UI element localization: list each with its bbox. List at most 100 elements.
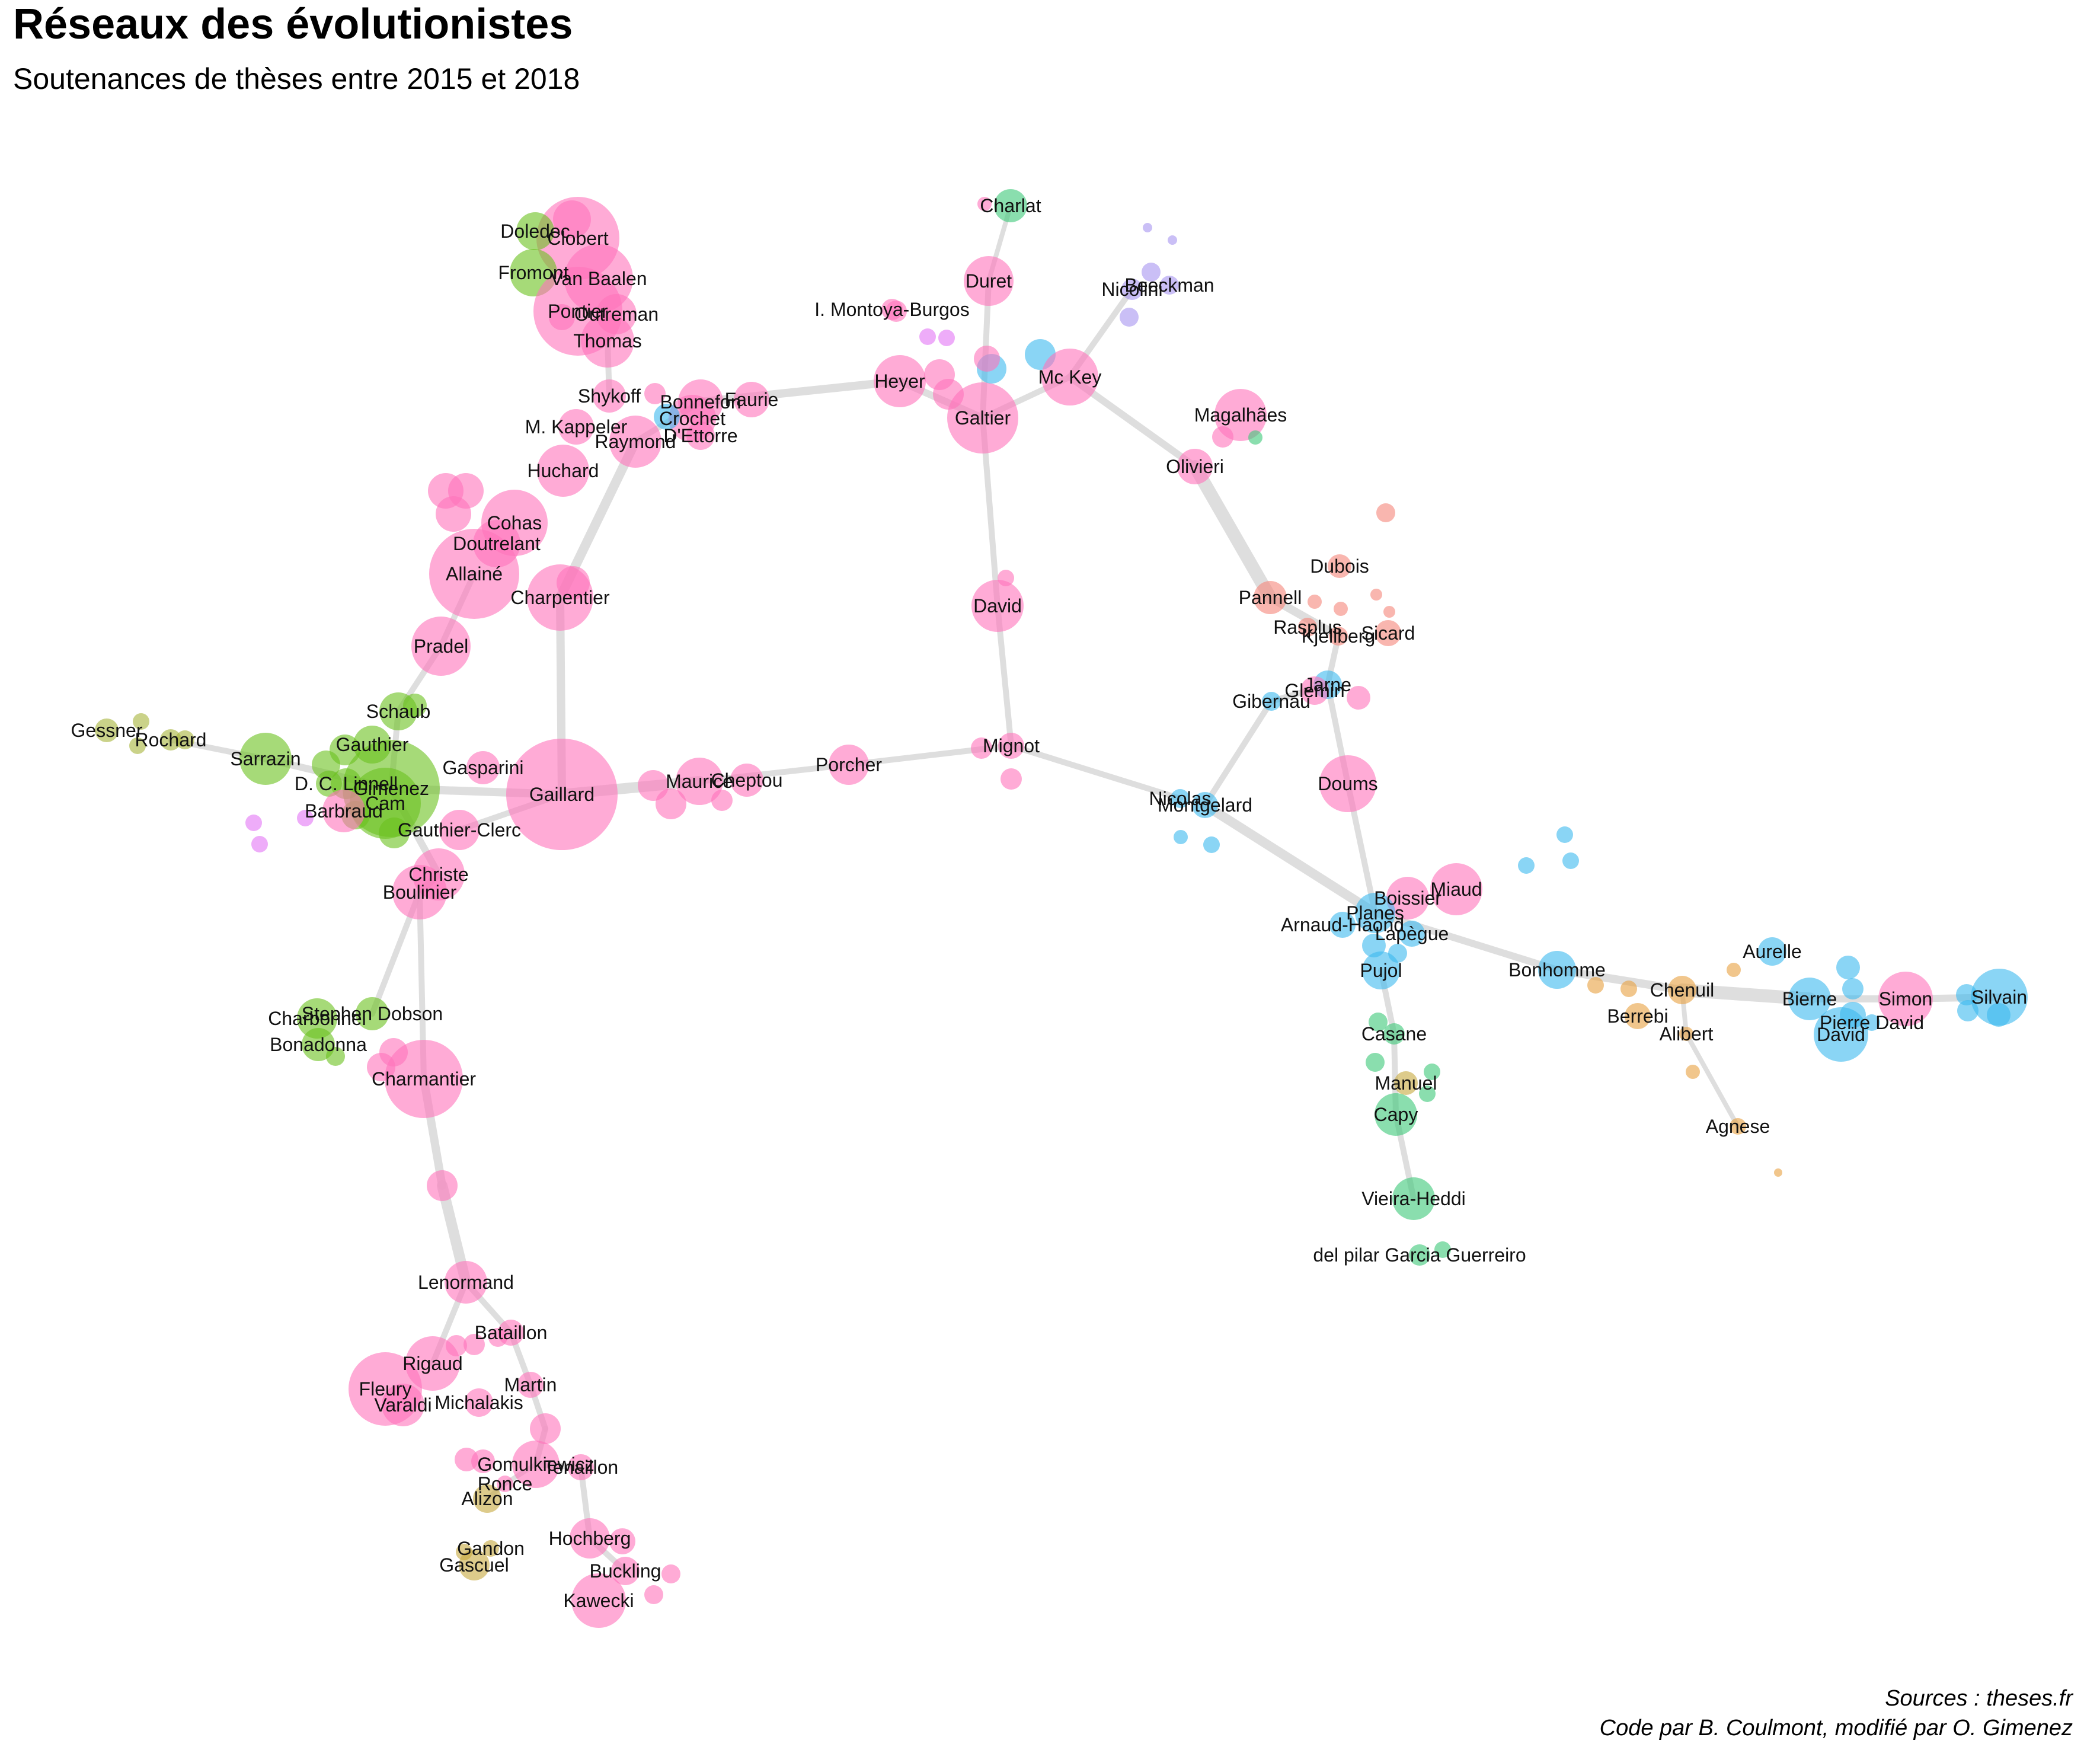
node-martin <box>517 1372 544 1398</box>
label-vieira: Vieira-Heddi <box>1361 1188 1466 1209</box>
label-raymond: Raymond <box>595 431 676 452</box>
label-gandon: Gandon <box>457 1538 525 1559</box>
node-kawecki <box>571 1573 626 1628</box>
node-si2 <box>1956 984 1977 1005</box>
label-rochard: Rochard <box>135 729 207 751</box>
node-capy <box>1375 1093 1417 1136</box>
node-dubois <box>1328 554 1351 578</box>
node-pradel <box>411 617 471 676</box>
label-olivieri: Olivieri <box>1166 456 1224 477</box>
label-barbraud: Barbraud <box>305 800 383 822</box>
node-silvain <box>1971 969 2028 1026</box>
label-nicolini: Nicolini <box>1101 279 1162 300</box>
node-s2 <box>1308 595 1322 609</box>
label-bierne: Bierne <box>1782 988 1837 1010</box>
node-gessner3 <box>129 737 146 754</box>
node-pujol <box>1362 951 1400 989</box>
label-buckling: Buckling <box>590 1560 661 1582</box>
node-ga2 <box>1434 1241 1451 1258</box>
node-kjellberg <box>1329 627 1348 646</box>
node-galtier3 <box>933 379 964 410</box>
node-mig2 <box>971 737 992 759</box>
node-h3 <box>436 496 471 532</box>
label-mckey: Mc Key <box>1038 366 1102 388</box>
node-chm3 <box>367 1053 395 1081</box>
label-doutrelant: Doutrelant <box>453 533 541 554</box>
node-porcher <box>829 745 869 785</box>
node-gessner <box>95 718 119 742</box>
node-buckling <box>611 1557 640 1585</box>
node-agnese <box>1730 1118 1746 1135</box>
node-alibert <box>1679 1027 1693 1041</box>
node-mag2 <box>1212 426 1233 448</box>
label-montoya: I. Montoya-Burgos <box>814 299 969 320</box>
label-gaillard: Gaillard <box>529 784 594 805</box>
node-dm2 <box>998 570 1014 586</box>
label-gomul: Gomulkiewicz <box>477 1454 594 1475</box>
node-sicard <box>1375 620 1401 646</box>
node-manuel <box>1394 1071 1418 1095</box>
chart-title: Réseaux des évolutionistes <box>13 1 573 48</box>
node-bierne <box>1788 978 1831 1020</box>
node-huchard <box>537 445 589 497</box>
label-alizon: Alizon <box>461 1488 513 1509</box>
label-mignot: Mignot <box>983 735 1040 756</box>
label-gessner: Gessner <box>71 720 143 741</box>
node-dettorre <box>686 421 715 450</box>
node-bt2 <box>488 1328 507 1347</box>
label-david_r: David <box>1817 1024 1865 1045</box>
node-rochard <box>160 729 181 751</box>
node-boulinier <box>392 865 447 919</box>
node-beeckman <box>1160 276 1179 295</box>
node-b2 <box>1562 852 1579 869</box>
node-pannell <box>1254 581 1287 614</box>
node-s3 <box>1334 602 1348 616</box>
label-schaub: Schaub <box>366 701 431 722</box>
node-montoya_v2 <box>938 330 955 346</box>
label-fleury: Fleury <box>359 1378 412 1400</box>
node-b3 <box>1518 857 1535 874</box>
label-duret: Duret <box>966 270 1012 292</box>
label-bonadonna: Bonadonna <box>270 1034 367 1055</box>
node-montoya_v1 <box>919 328 936 345</box>
node-bonhomme <box>1538 951 1576 989</box>
node-david_r <box>1814 1007 1868 1062</box>
label-stephen: Stephen Dobson <box>302 1003 443 1024</box>
node-galtier <box>947 382 1018 454</box>
node-v3 <box>251 836 268 852</box>
label-kjellberg: Kjellberg <box>1302 625 1376 647</box>
node-lav4 <box>1120 308 1139 327</box>
node-cheptou <box>730 764 763 797</box>
node-pontier2 <box>549 304 575 330</box>
caption-sources: Sources : theses.fr <box>1885 1686 2073 1711</box>
node-heyer <box>874 355 926 407</box>
node-j2 <box>1347 686 1370 710</box>
label-pradel: Pradel <box>414 636 469 657</box>
node-nicolini <box>1121 279 1143 300</box>
node-mag3 <box>1248 430 1262 445</box>
node-charlat2 <box>977 197 992 211</box>
label-gauthier: Gauthier <box>336 734 409 755</box>
label-doums: Doums <box>1318 773 1377 794</box>
node-vieira <box>1392 1177 1435 1220</box>
node-chenuil <box>1668 976 1696 1004</box>
node-v2 <box>297 810 314 826</box>
label-garcia: del pilar Garcia Guerreiro <box>1313 1244 1526 1266</box>
node-ma4 <box>1419 1085 1436 1102</box>
node-bk2 <box>661 1564 680 1583</box>
label-sarrazin: Sarrazin <box>230 748 301 769</box>
node-s4 <box>1370 589 1382 601</box>
node-alizon <box>473 1484 501 1513</box>
node-si3 <box>1957 1000 1978 1021</box>
label-christe: Christe <box>408 864 468 885</box>
node-v1 <box>245 815 262 831</box>
node-gibernau <box>1262 692 1281 711</box>
label-heyer: Heyer <box>874 371 925 392</box>
node-mg2 <box>1174 830 1188 844</box>
edge-bonnefon-heyer <box>696 377 904 406</box>
node-montgelard <box>1192 792 1218 818</box>
label-planes: Planes <box>1346 902 1404 924</box>
label-vanbaalen: Van Baalen <box>550 268 647 289</box>
